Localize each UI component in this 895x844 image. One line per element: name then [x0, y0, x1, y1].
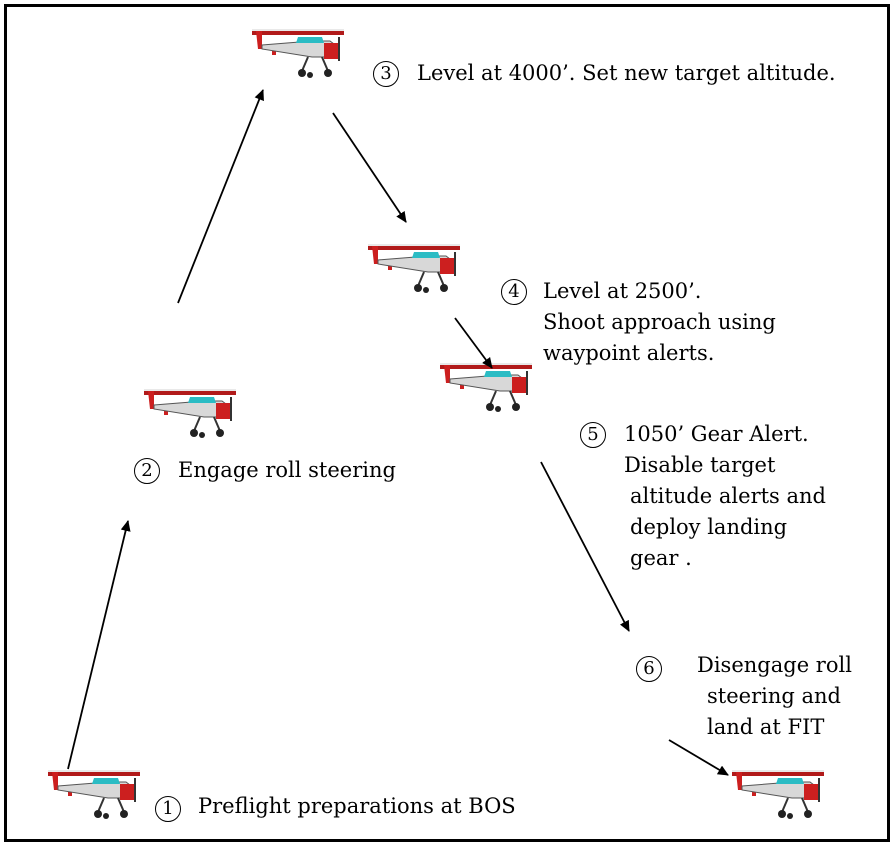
- step-3-line-1: Level at 4000’. Set new target altitude.: [417, 61, 836, 85]
- airplane-icon: [47, 769, 141, 820]
- airplane-icon: [367, 243, 461, 294]
- step-number-5: 5: [580, 422, 606, 448]
- arrow-3-4: [332, 112, 407, 223]
- airplane-icon: [731, 769, 825, 820]
- step-label-1: Preflight preparations at BOS: [198, 791, 516, 822]
- airplane-icon: [251, 28, 345, 79]
- step-4-line-1: Level at 2500’.: [543, 279, 702, 303]
- step-2-line-1: Engage roll steering: [178, 458, 396, 482]
- step-6-line-3: land at FIT: [707, 715, 825, 739]
- step-5-line-4: deploy landing: [630, 515, 788, 539]
- step-label-2: Engage roll steering: [178, 455, 396, 486]
- step-label-5: 1050’ Gear Alert. Disable target altitud…: [624, 419, 826, 574]
- step-6-line-1: Disengage roll: [697, 653, 852, 677]
- step-5-line-1: 1050’ Gear Alert.: [624, 422, 809, 446]
- diagram-frame: [4, 4, 890, 842]
- step-1-line-1: Preflight preparations at BOS: [198, 794, 516, 818]
- arrow-1-2: [67, 520, 131, 770]
- step-5-line-3: altitude alerts and: [630, 484, 826, 508]
- step-6-line-2: steering and: [707, 684, 841, 708]
- step-label-4: Level at 2500’. Shoot approach using way…: [543, 276, 776, 369]
- step-number-2: 2: [134, 458, 160, 484]
- step-label-3: Level at 4000’. Set new target altitude.: [417, 58, 836, 89]
- arrow-6-land: [668, 739, 729, 776]
- step-4-line-3: waypoint alerts.: [543, 341, 715, 365]
- step-4-line-2: Shoot approach using: [543, 310, 776, 334]
- arrow-2-3: [177, 89, 264, 304]
- step-label-6: Disengage roll steering and land at FIT: [697, 650, 852, 743]
- arrow-5-6: [540, 461, 630, 632]
- step-5-line-5: gear .: [630, 546, 692, 570]
- step-number-4: 4: [501, 279, 527, 305]
- arrow-4-5: [454, 317, 493, 369]
- step-number-6: 6: [636, 656, 662, 682]
- step-number-1: 1: [155, 796, 181, 822]
- airplane-icon: [143, 388, 237, 439]
- airplane-icon: [439, 362, 533, 413]
- step-number-3: 3: [373, 61, 399, 87]
- step-5-line-2: Disable target: [624, 453, 776, 477]
